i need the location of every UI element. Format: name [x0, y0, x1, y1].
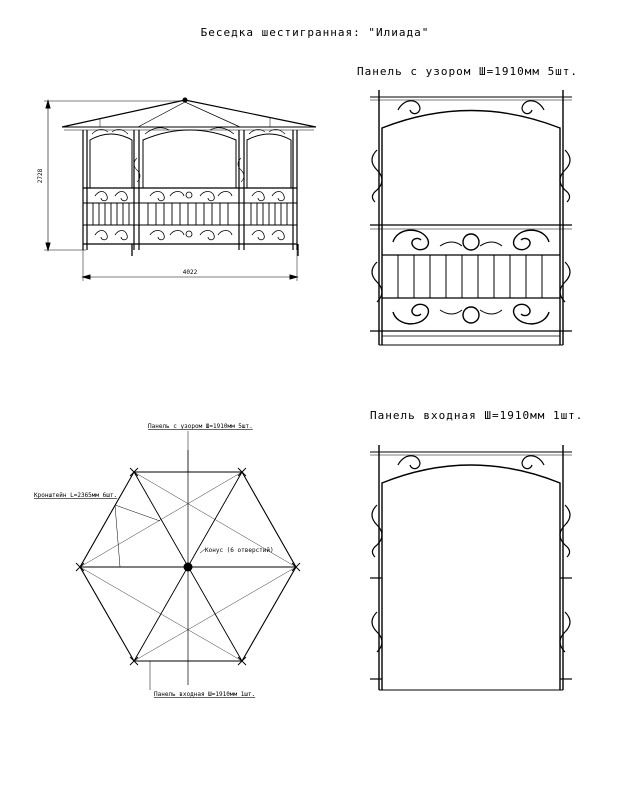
gazebo-arches: [89, 127, 292, 188]
width-dimension: [81, 250, 299, 281]
plan-label-panel-pattern: Панель с узором Ш=1910мм 5шт.: [148, 423, 253, 430]
gazebo-railing: [83, 187, 299, 256]
drawing-title: Беседка шестигранная: "Илиада": [200, 26, 430, 39]
panel-entry-caption: Панель входная Ш=1910мм 1шт.: [370, 409, 584, 422]
plan-view: [75, 431, 301, 690]
panel-pattern-caption: Панель с узором Ш=1910мм 5шт.: [357, 65, 579, 78]
gazebo-posts: [82, 130, 298, 250]
panel-pattern-drawing: [370, 90, 572, 346]
height-dim-text: 2728: [37, 168, 44, 183]
panel-entry-drawing: [370, 445, 572, 691]
height-dimension: [44, 99, 185, 252]
plan-label-panel-entry: Панель входная Ш=1910мм 1шт.: [154, 691, 255, 698]
front-view: 2728: [37, 97, 317, 281]
gazebo-roof: [61, 97, 317, 131]
plan-label-cone: Конус (6 отверстий): [205, 547, 274, 554]
width-dim-text: 4022: [183, 269, 198, 276]
plan-label-bracket: Кронштейн L=2365мм 6шт.: [34, 492, 117, 499]
